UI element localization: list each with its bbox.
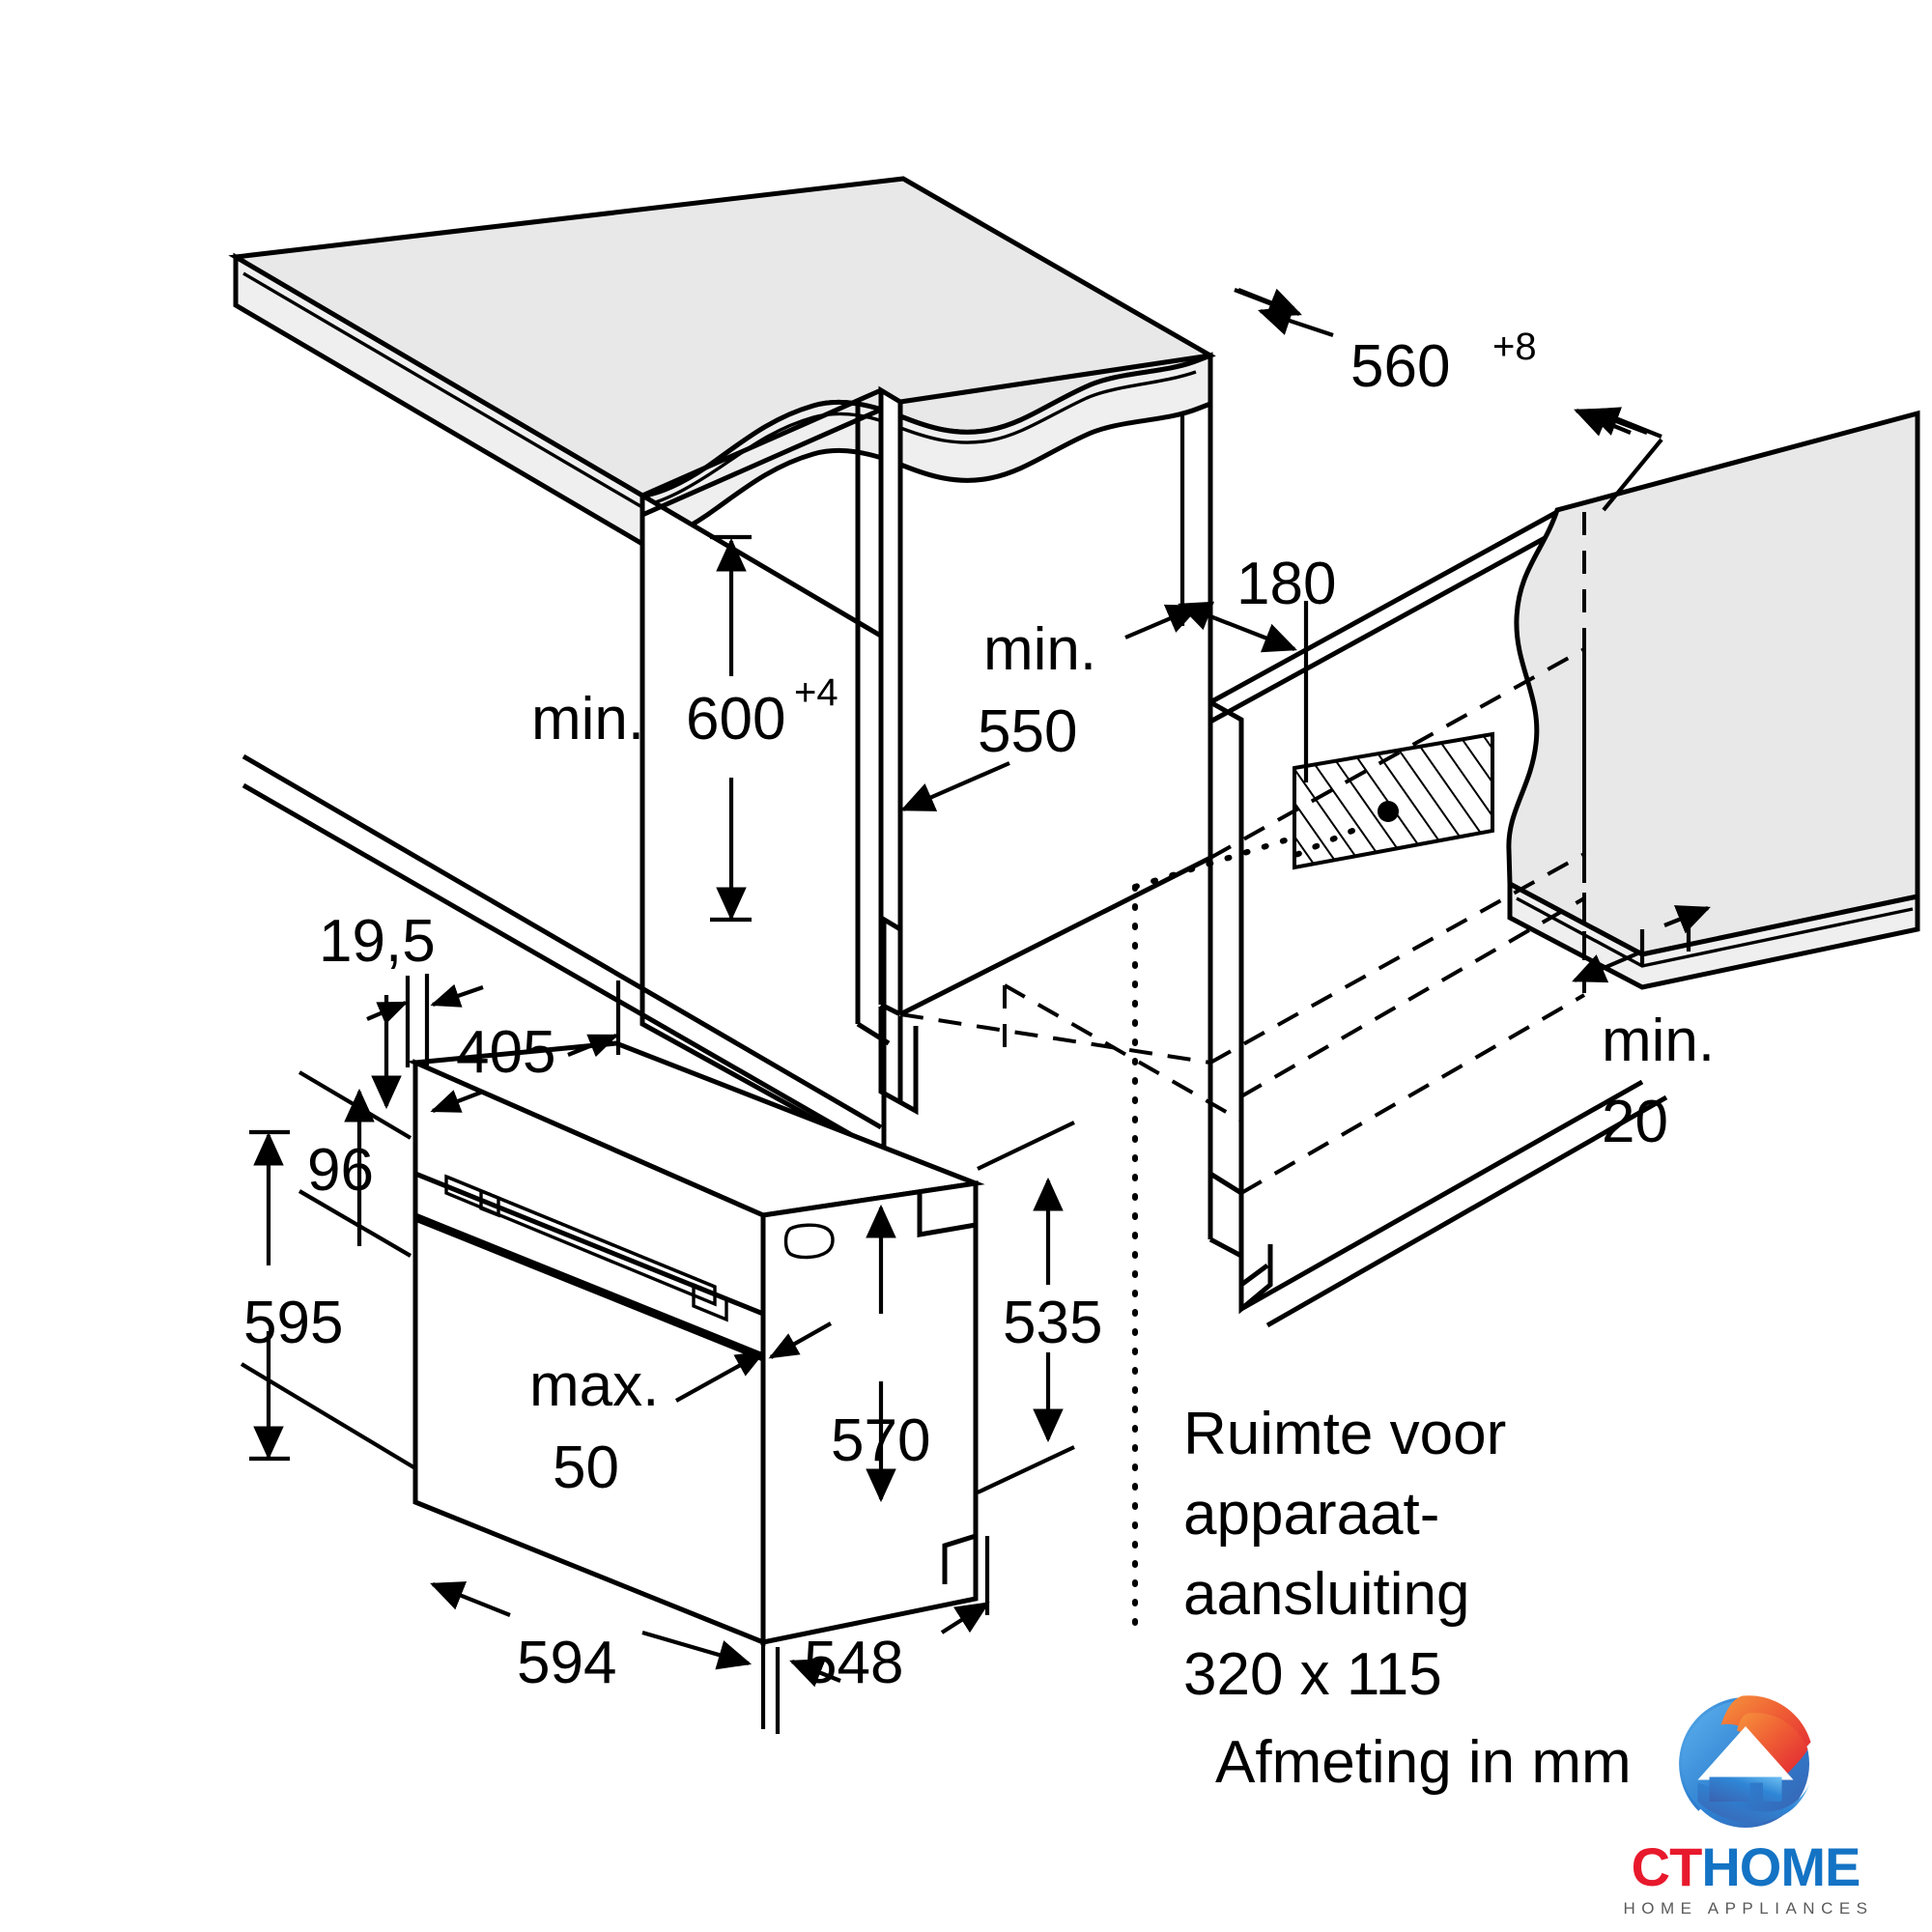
dim-panel-offset: 405 <box>430 980 621 1113</box>
note-line-1: Ruimte voor <box>1183 1401 1506 1467</box>
dim-label-600-tol: +4 <box>794 671 838 714</box>
dim-appliance-width: 594 <box>430 1581 781 1734</box>
dim-label-570: 570 <box>831 1407 930 1474</box>
dim-label-594: 594 <box>517 1630 616 1696</box>
niche-cabinet <box>898 353 1560 1315</box>
socket-point <box>1378 801 1399 822</box>
dim-label-550: 550 <box>978 698 1077 765</box>
dim-label-min20: 20 <box>1602 1089 1668 1155</box>
dim-label-535: 535 <box>1003 1290 1102 1356</box>
dim-label-min20-prefix: min. <box>1602 1008 1715 1074</box>
dim-front-lip: 96 <box>298 1070 412 1258</box>
dim-appliance-height: 595 <box>240 1129 417 1470</box>
dim-label-max50: 50 <box>553 1435 619 1501</box>
dim-rear-gap: min. 20 <box>1572 905 1715 1155</box>
dim-body-depth: 535 <box>977 1121 1102 1494</box>
dim-body-height: 570 <box>831 1204 930 1503</box>
dim-door-gap: max. 50 <box>529 1321 833 1501</box>
cthome-logo: CTHOME HOME APPLIANCES <box>1586 1691 1905 1918</box>
rear-wall-panel <box>1506 410 1920 990</box>
dim-label-600-prefix: min. <box>531 686 661 753</box>
dim-niche-width: min. 550 <box>900 604 1201 811</box>
house-circle-logo-icon <box>1679 1695 1811 1828</box>
dim-niche-depth: 560 +8 <box>1234 288 1663 512</box>
dim-label-550-prefix: min. <box>983 616 1096 683</box>
dim-label-600: 600 <box>686 686 785 753</box>
dim-label-560: 560 <box>1350 333 1450 400</box>
note-line-5: Afmeting in mm <box>1215 1729 1632 1796</box>
dim-plinth-thickness: 19,5 <box>319 908 484 1110</box>
dim-label-max50-prefix: max. <box>529 1352 659 1419</box>
logo-tagline: HOME APPLIANCES <box>1623 1899 1874 1918</box>
dim-socket-offset: 180 <box>1178 415 1336 782</box>
worktop-slab <box>228 176 1216 547</box>
logo-home-text: HOME <box>1701 1836 1861 1897</box>
appliance-socket-area <box>1282 731 1494 870</box>
socket-leader-line <box>1132 838 1288 1635</box>
dim-label-405: 405 <box>456 1019 555 1086</box>
dim-label-180: 180 <box>1236 551 1336 617</box>
note-line-4: 320 x 115 <box>1183 1641 1442 1708</box>
dim-label-595: 595 <box>243 1290 343 1356</box>
oven-appliance <box>406 1040 985 1646</box>
floor-reference-lines <box>242 753 1668 1328</box>
dim-label-548: 548 <box>804 1630 903 1696</box>
dim-niche-height: min. 600 +4 <box>531 534 838 923</box>
dim-label-19-5: 19,5 <box>319 908 436 975</box>
note-line-2: apparaat- <box>1183 1481 1439 1548</box>
dim-label-96: 96 <box>307 1137 374 1204</box>
logo-wordmark: CTHOME <box>1586 1840 1905 1894</box>
dim-appliance-depth: 548 <box>789 1536 990 1696</box>
logo-ct-text: CT <box>1631 1836 1703 1897</box>
installation-note: Ruimte voor apparaat- aansluiting 320 x … <box>1183 1401 1632 1796</box>
note-line-3: aansluiting <box>1183 1561 1469 1628</box>
dim-label-560-tol: +8 <box>1492 326 1537 368</box>
